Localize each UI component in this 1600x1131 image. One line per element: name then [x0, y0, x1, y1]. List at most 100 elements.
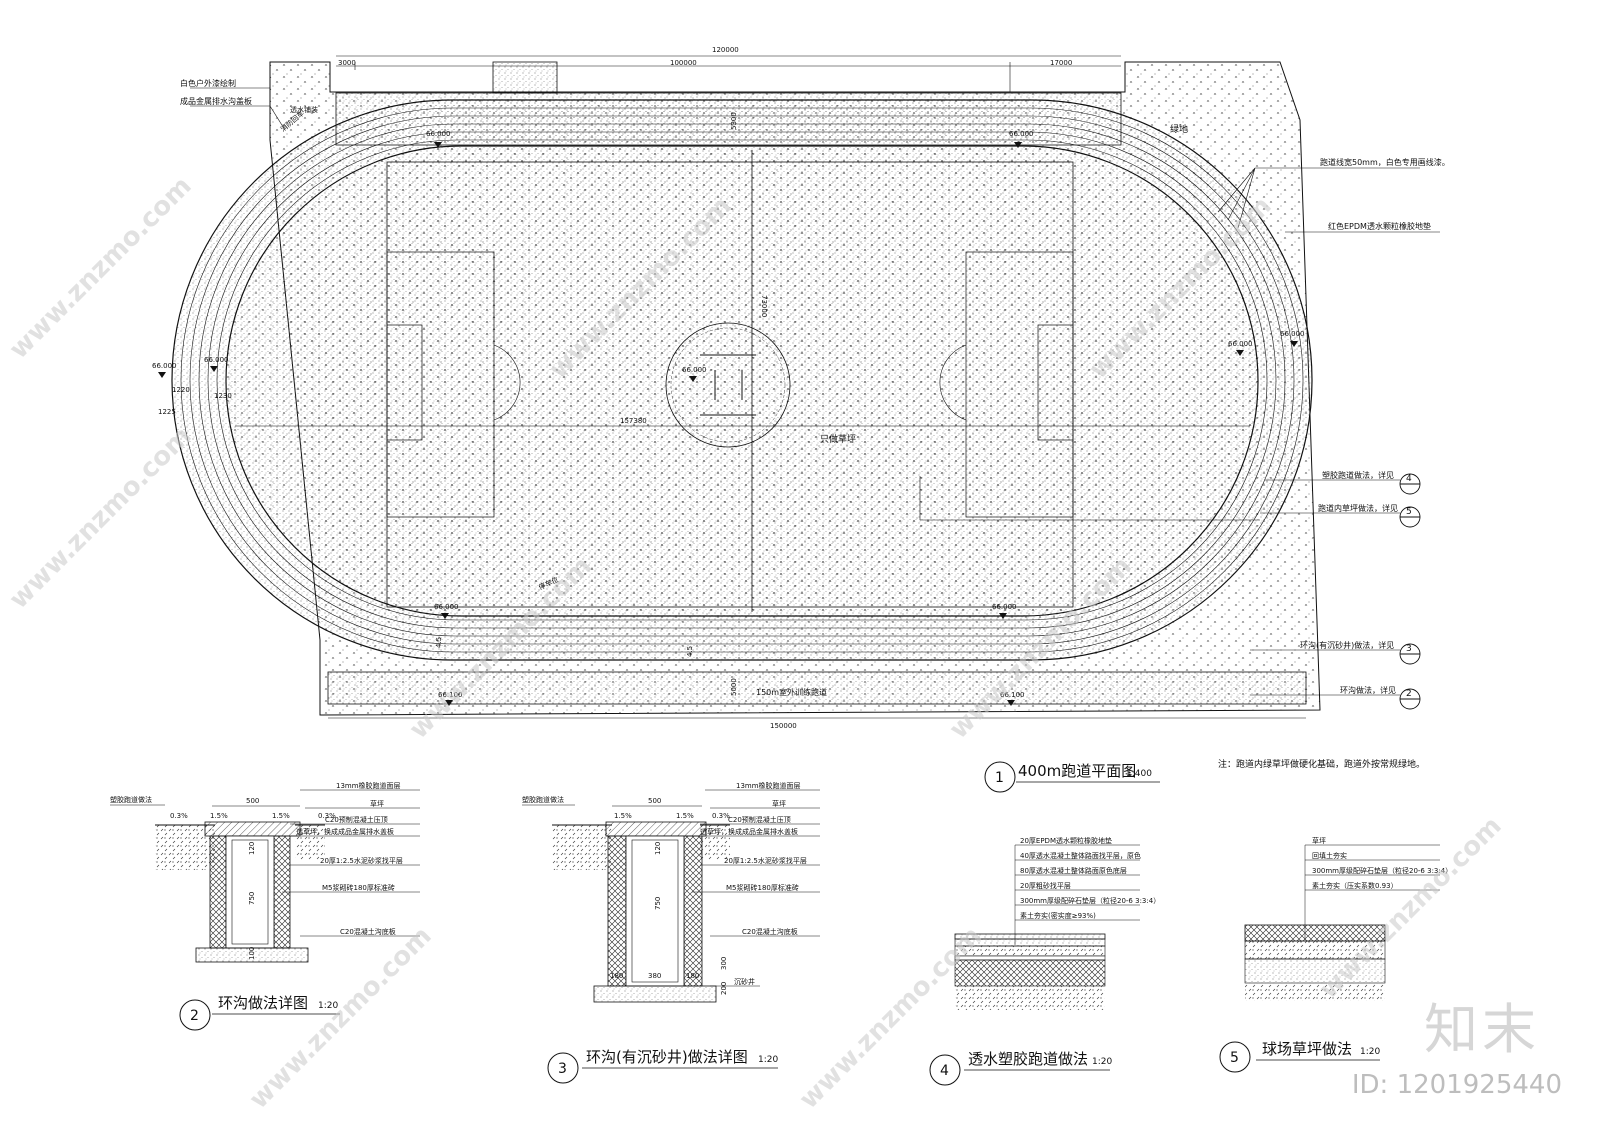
watermark-8: www.znzmo.com: [794, 921, 988, 1115]
label-white-paint: 白色户外漆绘制: [180, 78, 236, 88]
d3-note-5: 20厚1:2.5水泥砂浆找平层: [724, 856, 807, 865]
d3-w-180a: 180: [610, 972, 623, 980]
d5-title: 球场草坪做法: [1262, 1040, 1352, 1058]
d2-title: 环沟做法详图: [218, 994, 308, 1012]
callout-5-text: 跑道内草坪做法，详见: [1318, 503, 1398, 513]
d5-note-1: 草坪: [1312, 836, 1326, 845]
d3-h-120: 120: [654, 842, 662, 855]
d2-slope-2: 1.5%: [210, 812, 228, 820]
d5-number: 5: [1230, 1050, 1239, 1066]
d2-note-6: M5浆砌砖180厚标准砖: [322, 883, 395, 892]
callout-3-text: 环沟(有沉砂井)做法，详见: [1300, 640, 1394, 650]
d2-note-4: 透草坪，换成成品金属排水盖板: [296, 827, 394, 836]
dim-lane-1220: 1220: [172, 386, 190, 394]
d2-slope-1: 0.3%: [170, 812, 188, 820]
detail-5: 草坪 回填土夯实 300mm厚级配碎石垫层（粒径20-6 3:3:4） 素土夯实…: [1219, 836, 1452, 1073]
d4-title: 透水塑胶跑道做法: [968, 1050, 1088, 1068]
callout-4-text: 塑胶跑道做法，详见: [1322, 470, 1394, 480]
elev-top-left: 66.000: [426, 130, 451, 138]
d3-dim-500: 500: [648, 797, 661, 805]
d2-slope-3: 1.5%: [272, 812, 290, 820]
dim-lane-4-5: 4.5: [435, 637, 443, 648]
dim-mid: 100000: [670, 59, 697, 67]
d2-note-5: 20厚1:2.5水泥砂浆找平层: [320, 856, 403, 865]
d2-slope-4: 0.3%: [318, 812, 336, 820]
plan-number: 1: [995, 770, 1004, 786]
d4-note-4: 20厚粗砂找平层: [1020, 881, 1071, 890]
elev-right-inner: 66.000: [1228, 340, 1253, 348]
d4-note-5: 300mm厚级配碎石垫层（粒径20-6 3:3:4）: [1020, 896, 1160, 905]
elev-left-outer: 66.000: [152, 362, 177, 370]
plan-title: 400m跑道平面图: [1018, 762, 1136, 780]
dim-bottom: 150000: [770, 722, 797, 730]
elev-top-right: 66.000: [1009, 130, 1034, 138]
d3-top-left: 塑胶跑道做法: [522, 795, 564, 804]
label-straight-track: 150m室外训练跑道: [756, 687, 827, 697]
d5-note-2: 回填土夯实: [1312, 851, 1347, 860]
d2-number: 2: [190, 1008, 199, 1024]
d3-w-180b: 180: [686, 972, 699, 980]
image-id: ID: 1201925440: [1351, 1070, 1562, 1100]
dim-field-width: 73000: [760, 295, 768, 317]
elev-right-outer: 66.000: [1280, 330, 1305, 338]
d2-h-100: 100: [248, 947, 256, 960]
d3-note-1: 13mm橡胶跑道面层: [736, 781, 801, 790]
d3-note-8: 沉砂井: [734, 977, 755, 986]
d2-top-left: 塑胶跑道做法: [110, 795, 152, 804]
callout-5-num: 5: [1406, 507, 1412, 517]
dim-lane-1225: 1225: [158, 408, 176, 416]
d4-note-6: 素土夯实(密实度≥93%): [1020, 911, 1096, 920]
dim-right: 17000: [1050, 59, 1072, 67]
d3-note-3: C20预制混凝土压顶: [728, 815, 791, 824]
watermark-4: www.znzmo.com: [4, 421, 198, 615]
elev-bottom-left: 66.000: [434, 603, 459, 611]
d3-note-4: 透草坪，换成成品金属排水盖板: [700, 827, 798, 836]
d3-h-300: 300: [720, 957, 728, 970]
d2-note-3: C20预制混凝土压顶: [325, 815, 388, 824]
brand-logo: 知末: [1424, 998, 1540, 1061]
label-metal-cover: 成品金属排水沟盖板: [180, 96, 252, 106]
d2-note-2: 草坪: [370, 799, 384, 808]
elev-bottom-outer-right: 66.100: [1000, 691, 1025, 699]
d2-scale: 1:20: [318, 1001, 338, 1011]
d3-title: 环沟(有沉砂井)做法详图: [586, 1048, 748, 1066]
label-epdm: 红色EPDM透水颗粒橡胶地垫: [1328, 221, 1431, 231]
dim-lane-1230: 1230: [214, 392, 232, 400]
dim-lane-5300: 5300: [730, 112, 738, 130]
elev-bottom-right: 66.000: [992, 603, 1017, 611]
d3-slope-2: 1.5%: [676, 812, 694, 820]
d3-h-200: 200: [720, 982, 728, 995]
d3-note-2: 草坪: [772, 799, 786, 808]
callout-2-text: 环沟做法，详见: [1340, 685, 1396, 695]
d4-scale: 1:20: [1092, 1057, 1112, 1067]
detail-4: 20厚EPDM透水颗粒橡胶地垫 40厚透水混凝土整体路面找平层，原色 80厚透水…: [929, 836, 1160, 1086]
d5-note-3: 300mm厚级配碎石垫层（粒径20-6 3:3:4）: [1312, 866, 1452, 875]
dim-gutter-4-5b: 4.5: [686, 646, 694, 657]
d5-scale: 1:20: [1360, 1047, 1380, 1057]
d3-slope-1: 1.5%: [614, 812, 632, 820]
d3-number: 3: [558, 1061, 567, 1077]
dim-field-length: 157380: [620, 417, 647, 425]
dim-left-strip: 3000: [338, 59, 356, 67]
d3-scale: 1:20: [758, 1055, 778, 1065]
elev-left-inner: 66.000: [204, 356, 229, 364]
d5-note-4: 素土夯实（压实系数0.93）: [1312, 881, 1398, 890]
watermark-1: www.znzmo.com: [4, 171, 198, 365]
elev-center: 66.000: [682, 366, 707, 374]
label-turf: 只做草坪: [820, 433, 856, 445]
d4-note-2: 40厚透水混凝土整体路面找平层，原色: [1020, 851, 1141, 860]
d3-note-7: C20混凝土沟底板: [742, 927, 798, 936]
dim-total-width: 120000: [712, 46, 739, 54]
label-lane-line: 跑道线宽50mm，白色专用画线漆。: [1320, 157, 1450, 167]
d4-note-3: 80厚透水混凝土整体路面原色底层: [1020, 866, 1127, 875]
label-green-land: 绿地: [1170, 123, 1188, 135]
label-small-a: 透水铺装: [290, 105, 318, 114]
d3-slope-3: 0.3%: [712, 812, 730, 820]
d3-note-6: M5浆砌砖180厚标准砖: [726, 883, 799, 892]
callout-3-num: 3: [1406, 644, 1412, 654]
dim-lane-5000: 5000: [730, 678, 738, 696]
detail-3: 500 1.5% 1.5% 0.3% 120 750 180 380 180 3…: [522, 781, 820, 1084]
track-plan: 120000 3000 100000 17000 150000 157380 7…: [152, 46, 1450, 793]
callout-4-num: 4: [1406, 474, 1412, 484]
